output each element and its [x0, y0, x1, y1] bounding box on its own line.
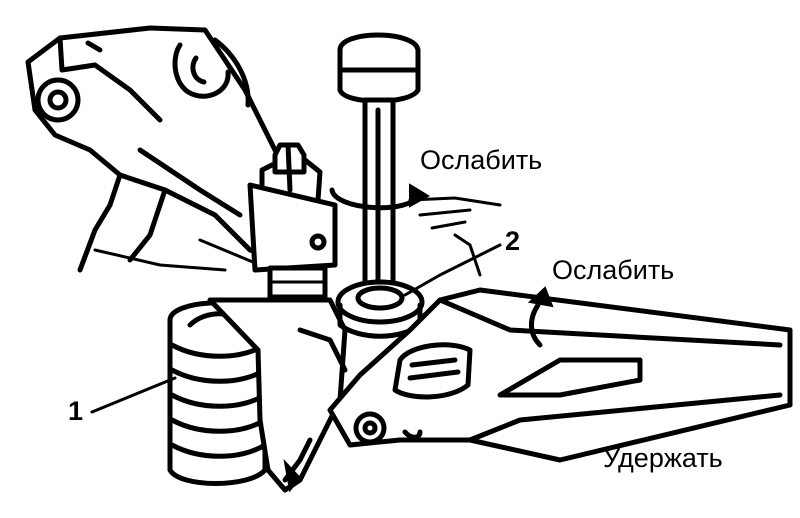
adjustable-wrench: [327, 287, 793, 463]
screwdriver-grip-marks: [408, 196, 502, 277]
loosen-arrow-wrench: [527, 286, 554, 348]
loosen-label-top: Ослабить: [420, 145, 543, 175]
upper-arm: [25, 25, 321, 273]
callout-1: 1: [68, 396, 84, 426]
callout-2: 2: [505, 226, 521, 256]
background-clip: [172, 37, 251, 108]
upper-bolt-nut: [247, 142, 338, 273]
loosen-label-right: Ослабить: [552, 255, 675, 285]
leader-lines: [90, 243, 502, 414]
screwdriver: [337, 32, 421, 313]
hold-label: Удержать: [603, 443, 723, 473]
